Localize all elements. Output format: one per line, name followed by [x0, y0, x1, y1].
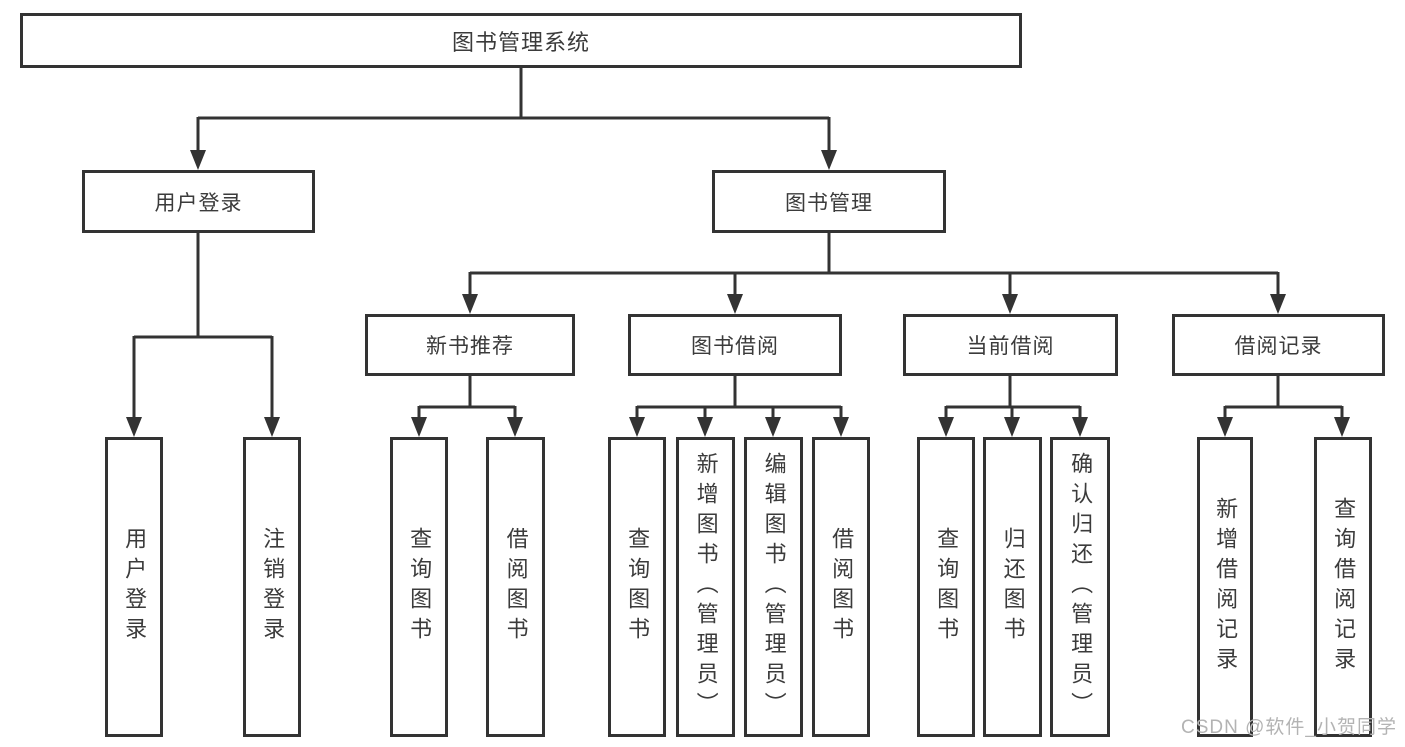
- leaf-label: 确认归还（管理员）: [1068, 452, 1094, 722]
- node-book-management: 图书管理: [712, 170, 946, 233]
- node-label: 图书管理: [785, 191, 873, 215]
- node-new-book-recommend: 新书推荐: [365, 314, 575, 376]
- leaf-confirm-return-admin: 确认归还（管理员）: [1050, 437, 1110, 737]
- node-library-management-system: 图书管理系统: [20, 13, 1022, 68]
- leaf-edit-book-admin: 编辑图书（管理员）: [744, 437, 803, 737]
- leaf-label: 查询图书: [407, 527, 433, 647]
- leaf-user-login: 用户登录: [105, 437, 163, 737]
- leaf-label: 新增图书（管理员）: [693, 452, 719, 722]
- leaf-query-books-borrow: 查询图书: [608, 437, 666, 737]
- leaf-logout: 注销登录: [243, 437, 301, 737]
- leaf-borrow-books: 借阅图书: [812, 437, 870, 737]
- leaf-label: 注销登录: [260, 527, 286, 647]
- leaf-query-borrow-record: 查询借阅记录: [1314, 437, 1372, 737]
- leaf-label: 归还图书: [1000, 527, 1026, 647]
- csdn-watermark: CSDN @软件_小贺同学: [1181, 717, 1397, 738]
- leaf-label: 查询图书: [625, 527, 651, 647]
- node-book-borrowing: 图书借阅: [628, 314, 842, 376]
- leaf-return-book: 归还图书: [983, 437, 1042, 737]
- leaf-add-borrow-record: 新增借阅记录: [1197, 437, 1253, 737]
- leaf-label: 借阅图书: [829, 527, 855, 647]
- leaf-borrow-books-recommend: 借阅图书: [486, 437, 545, 737]
- leaf-label: 用户登录: [122, 527, 148, 647]
- leaf-label: 借阅图书: [503, 527, 529, 647]
- leaf-query-books-current: 查询图书: [917, 437, 975, 737]
- node-label: 新书推荐: [426, 335, 514, 358]
- leaf-label: 编辑图书（管理员）: [761, 452, 787, 722]
- leaf-label: 查询借阅记录: [1331, 497, 1357, 677]
- node-label: 图书借阅: [691, 335, 779, 358]
- tree-edges: [132, 68, 1344, 421]
- node-label: 借阅记录: [1234, 335, 1323, 358]
- node-label: 图书管理系统: [451, 29, 590, 55]
- leaf-query-books-recommend: 查询图书: [390, 437, 448, 737]
- leaf-label: 查询图书: [934, 527, 960, 647]
- node-borrowing-records: 借阅记录: [1172, 314, 1385, 376]
- node-label: 用户登录: [154, 191, 243, 215]
- leaf-add-book-admin: 新增图书（管理员）: [676, 437, 735, 737]
- leaf-label: 新增借阅记录: [1213, 497, 1239, 677]
- node-user-login: 用户登录: [82, 170, 315, 233]
- node-current-borrowing: 当前借阅: [903, 314, 1118, 376]
- node-label: 当前借阅: [966, 335, 1055, 358]
